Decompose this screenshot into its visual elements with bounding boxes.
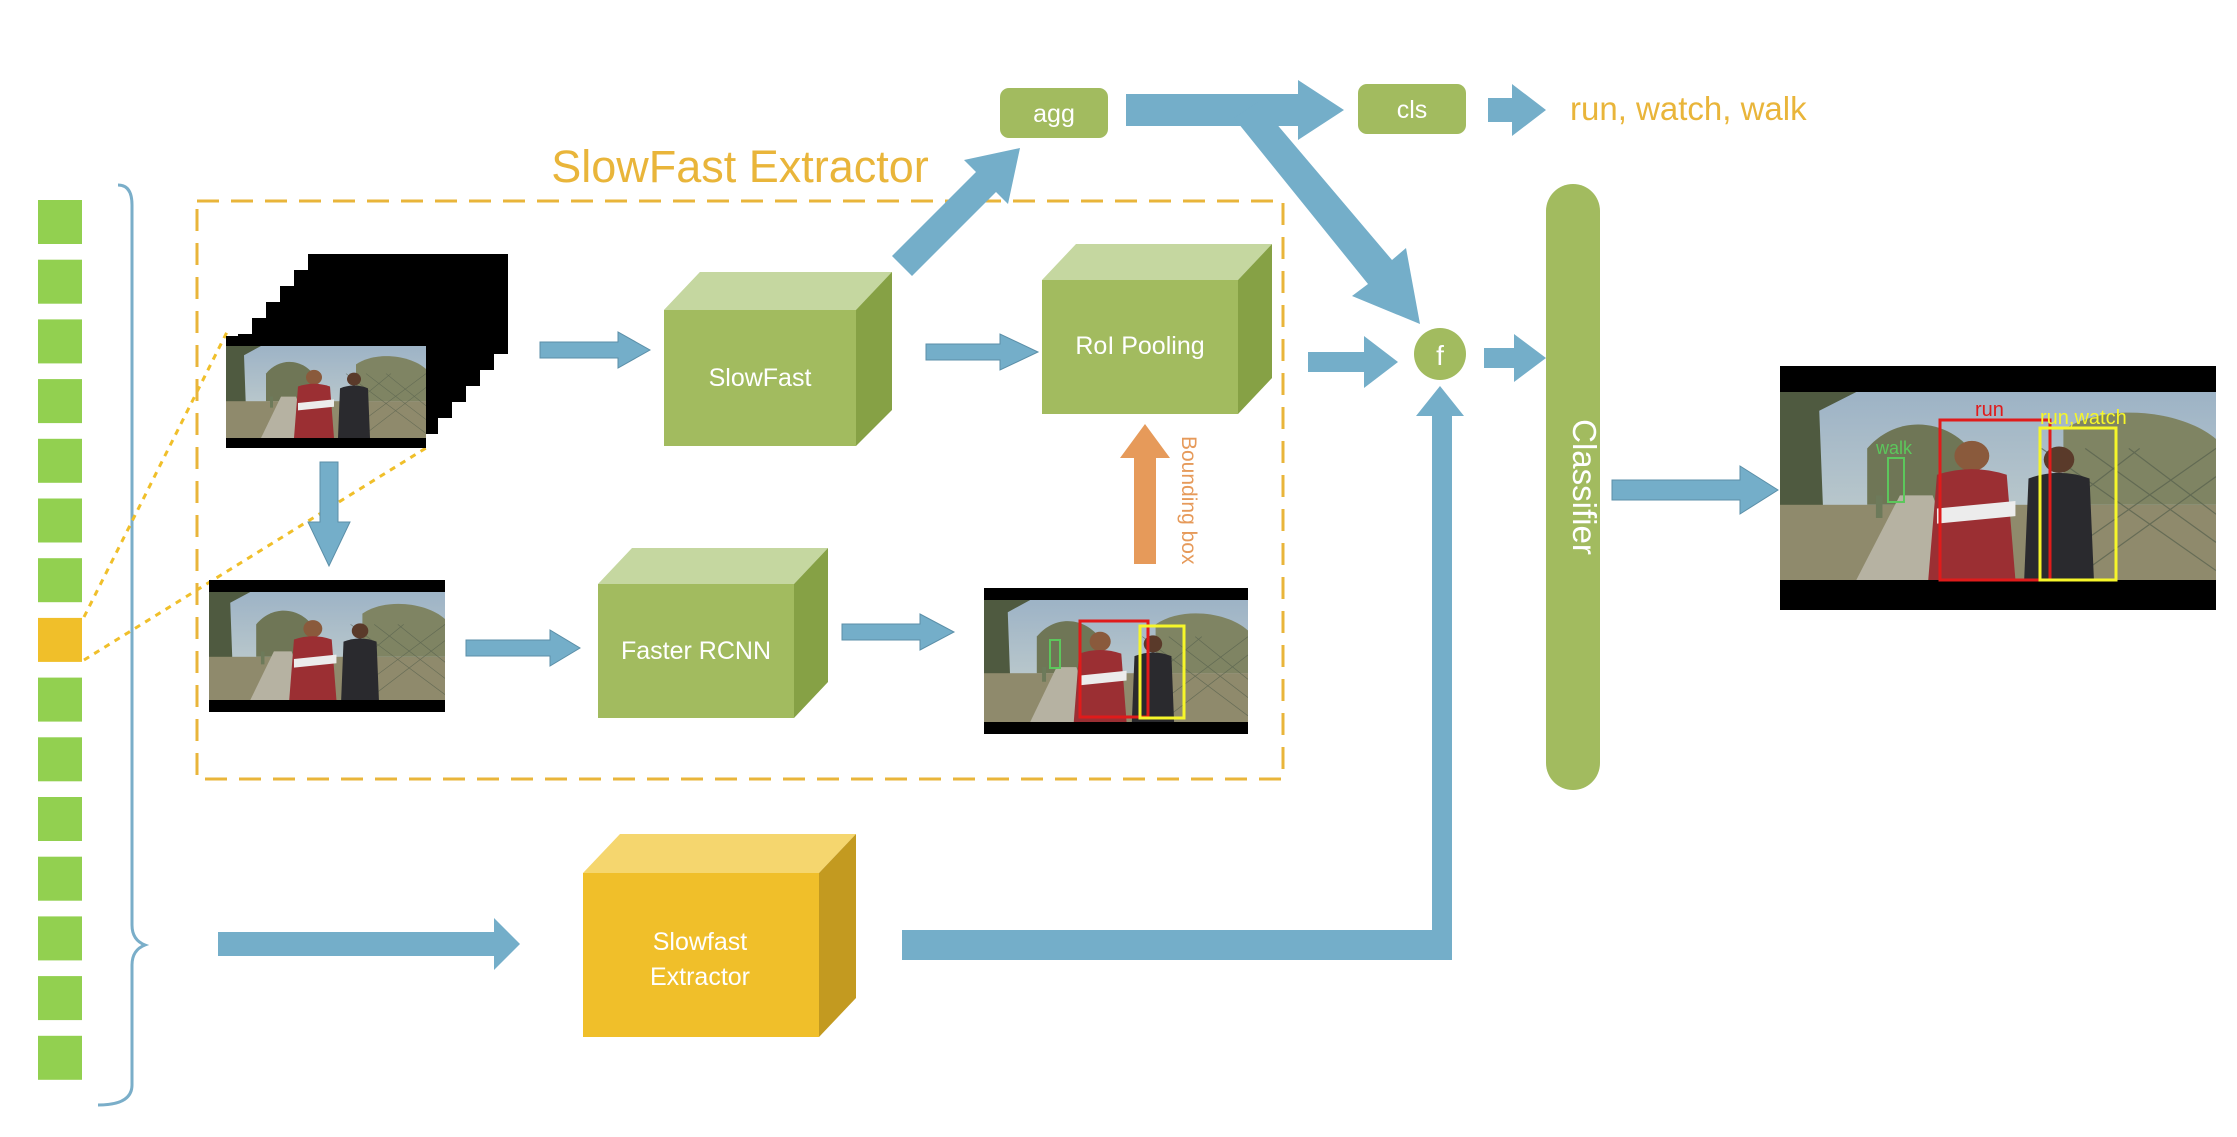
det-box-run-watch [1138, 624, 1186, 720]
video-frame-stack [226, 254, 508, 448]
strip-frame [38, 677, 82, 722]
result-label-run: run [1975, 399, 2004, 421]
slowfast-extractor-title: SlowFast Extractor [551, 141, 929, 192]
arrow-agg-to-fuse [1234, 102, 1420, 324]
slowfast-extractor-block: Slowfast Extractor [583, 834, 856, 1037]
strip-frame [38, 498, 82, 543]
strip-frame [38, 558, 82, 603]
strip-frame [38, 200, 82, 244]
output-classes: run, watch, walk [1570, 90, 1807, 127]
slowfast-extractor-label-1: Slowfast [653, 928, 748, 956]
classifier-node: Classifier [1546, 184, 1603, 790]
strip-frame [38, 438, 82, 483]
roi-pooling-block: RoI Pooling [1042, 244, 1272, 414]
strip-frame-selected [38, 617, 82, 662]
faster-rcnn-label: Faster RCNN [621, 637, 771, 665]
arrow-slowfast-to-agg [892, 148, 1020, 276]
classifier-label: Classifier [1566, 419, 1603, 555]
fusion-label: f [1436, 340, 1444, 371]
agg-label: agg [1033, 100, 1075, 128]
strip-frame [38, 379, 82, 424]
agg-node: agg [1000, 88, 1108, 138]
result-frame: run run,watch walk [1780, 366, 2216, 610]
strip-frame [38, 319, 82, 364]
slowfast-block: SlowFast [664, 272, 892, 446]
slowfast-extractor-region [195, 199, 1285, 781]
slowfast-label: SlowFast [709, 364, 812, 392]
key-frame [209, 580, 445, 712]
frame-strip [38, 200, 82, 1080]
strip-frame [38, 737, 82, 782]
strip-frame [38, 976, 82, 1021]
cls-node: cls [1358, 84, 1466, 134]
bounding-box-edge: Bounding box [1120, 424, 1200, 565]
slowfast-extractor-label-2: Extractor [650, 963, 750, 991]
arrow-keyframe-to-faster [465, 629, 581, 667]
arrow-strip-to-extractor [218, 918, 520, 970]
result-label-run-watch: run,watch [2040, 407, 2127, 429]
det-box-walk [1049, 639, 1061, 669]
arrow-slowfast-to-roi [925, 333, 1040, 371]
arrow-faster-to-detection [841, 613, 956, 651]
cls-label: cls [1397, 96, 1428, 124]
result-box-run-watch [2038, 426, 2118, 582]
arrow-cls-to-output [1488, 84, 1546, 136]
arrows [218, 80, 1779, 970]
arrow-frames-to-slowfast [539, 331, 652, 369]
faster-rcnn-block: Faster RCNN [598, 548, 828, 718]
arrow-agg-to-cls [1126, 80, 1344, 140]
strip-frame [38, 259, 82, 304]
arrow-frames-down [307, 461, 351, 568]
detection-frame [984, 588, 1248, 734]
arrow-bbox-up [1120, 424, 1170, 564]
arrow-classifier-to-result [1611, 465, 1779, 515]
fusion-node: f [1414, 328, 1466, 380]
bounding-box-label: Bounding box [1177, 436, 1200, 565]
result-box-run [1938, 418, 2052, 582]
strip-frame [38, 856, 82, 901]
frame-bracket [97, 183, 150, 1107]
strip-frame [38, 797, 82, 841]
roi-pooling-label: RoI Pooling [1075, 332, 1204, 360]
zoom-lines [82, 329, 427, 662]
result-label-walk: walk [1875, 438, 1913, 458]
result-box-walk [1887, 457, 1905, 503]
det-box-run [1078, 619, 1150, 719]
strip-frame [38, 1035, 82, 1080]
arrow-fuse-to-classifier [1484, 334, 1546, 382]
arrow-roi-to-fuse [1308, 336, 1398, 388]
strip-frame [38, 916, 82, 961]
